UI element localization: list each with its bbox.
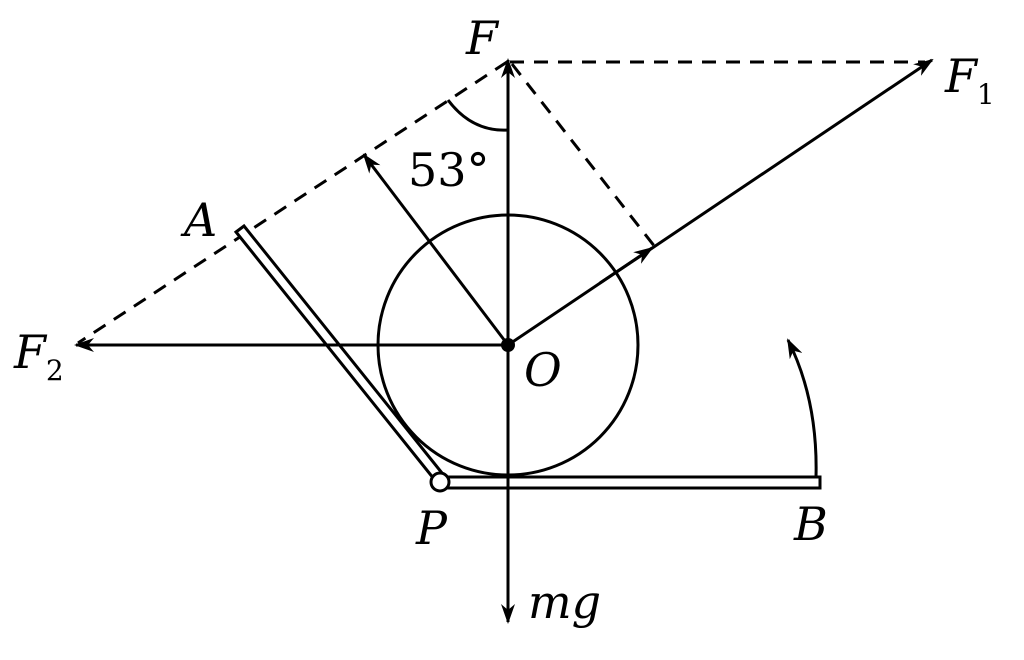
label-f2: F2 [13,325,64,387]
force-f1-arrow [507,58,934,347]
label-a: A [180,193,217,247]
label-o: O [524,343,562,397]
board-pa [233,223,449,487]
angle-arc [446,99,509,132]
label-angle: 53° [408,143,490,197]
label-mg: mg [528,575,601,629]
normal-force-arrow [362,153,510,346]
hinge-p [429,471,451,493]
center-point-o [501,338,515,352]
rotation-arrow [786,338,818,478]
label-f: F [465,11,500,65]
dashed-right-line [510,63,657,248]
dashed-upper-left-line [77,60,508,345]
label-f1: F1 [944,49,995,111]
board-pb [438,475,822,490]
label-p: P [415,501,448,555]
label-b: B [793,497,828,551]
force-f1-mid-arrow [599,246,654,285]
